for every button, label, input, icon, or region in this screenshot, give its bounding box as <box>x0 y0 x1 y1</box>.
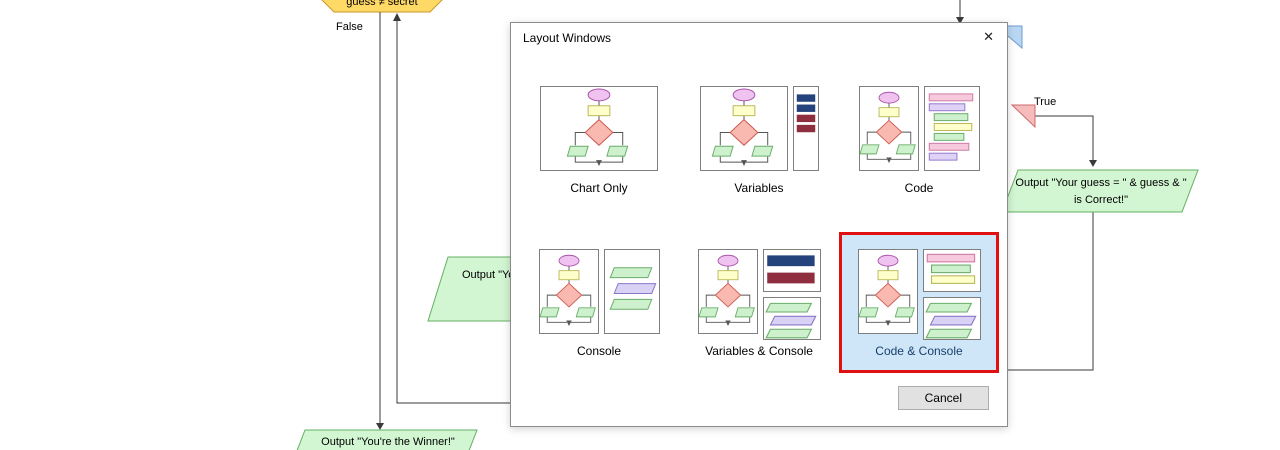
variables-panel-icon <box>762 249 821 292</box>
layout-option-chart-only[interactable]: Chart Only <box>519 69 679 210</box>
side-panel-stack <box>762 249 821 340</box>
cancel-button[interactable]: Cancel <box>897 386 989 410</box>
console-panel-icon <box>922 296 981 340</box>
true-branch-label: True <box>1034 96 1057 108</box>
layout-option-variables[interactable]: Variables <box>679 69 839 210</box>
dialog-title: Layout Windows <box>523 31 612 45</box>
option-label: Variables <box>734 181 784 195</box>
arrowheads <box>376 13 1097 430</box>
loop-condition-label: guess ≠ secret <box>346 0 418 8</box>
output-partial-label: Output "Yo <box>462 269 515 281</box>
output-winner-shape <box>296 429 478 450</box>
code-panel-icon <box>922 249 981 292</box>
option-label: Code & Console <box>875 344 963 358</box>
layout-option-code[interactable]: Code <box>839 69 999 210</box>
code-preview <box>858 86 980 171</box>
layout-option-variables-console[interactable]: Variables & Console <box>679 232 839 373</box>
true-branch-icon <box>1010 104 1036 129</box>
layout-option-console[interactable]: Console <box>519 232 679 373</box>
option-label: Console <box>576 344 622 358</box>
variables-console-preview <box>697 249 821 340</box>
flowchart-thumbnail-icon <box>697 249 758 334</box>
flowchart-thumbnail-icon <box>857 249 918 334</box>
console-preview <box>538 249 660 334</box>
false-branch-label: False <box>336 21 363 33</box>
layout-options-grid: Chart Only Variables <box>511 69 1007 373</box>
option-label: Code <box>904 181 934 195</box>
flowchart-thumbnail-icon <box>858 86 919 171</box>
chart-only-preview <box>540 86 658 171</box>
close-icon[interactable]: ✕ <box>983 29 994 44</box>
output-winner-label: Output "You're the Winner!" <box>321 436 455 448</box>
loop-hexagon <box>321 0 443 13</box>
flow-connectors <box>379 0 1094 424</box>
layout-option-code-console[interactable]: Code & Console <box>839 232 999 373</box>
variables-preview <box>699 86 819 171</box>
code-console-preview <box>857 249 981 340</box>
flowchart-thumbnail-icon <box>699 86 788 171</box>
console-panel-icon <box>762 296 821 340</box>
code-panel-icon <box>923 86 980 171</box>
option-label: Chart Only <box>570 181 628 195</box>
option-label: Variables & Console <box>705 344 813 358</box>
console-panel-icon <box>603 249 660 334</box>
flowchart-thumbnail-icon <box>538 249 599 334</box>
side-panel-stack <box>922 249 981 340</box>
flowchart-thumbnail-icon <box>540 86 658 171</box>
output-correct-label: Output "Your guess = " & guess & " is Co… <box>1015 177 1187 206</box>
layout-windows-dialog: Layout Windows ✕ Chart Only <box>510 22 1008 427</box>
variables-panel-icon <box>792 86 819 171</box>
